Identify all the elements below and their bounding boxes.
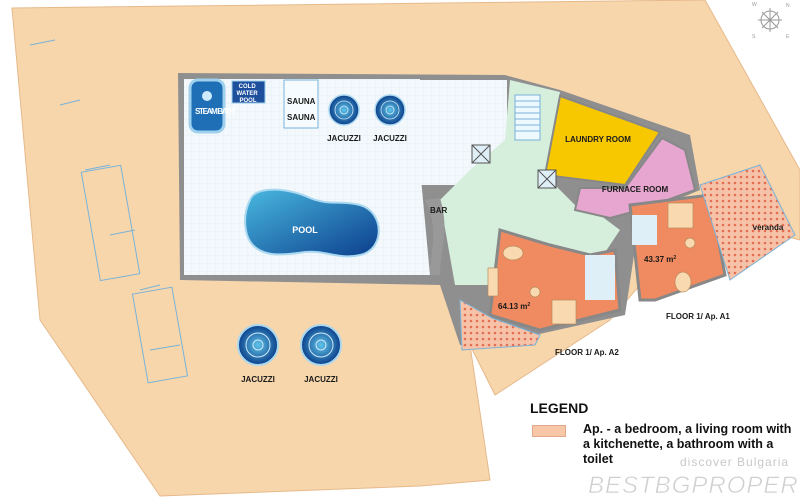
terrace-stairs: [29, 39, 189, 384]
steam-bath: [188, 78, 226, 134]
jacuzzi-2-label: JACUZZI: [373, 134, 407, 143]
a2-bathroom: [585, 255, 615, 300]
steam-bath-label: STEAM BATH: [195, 107, 235, 116]
a2-furniture: [487, 245, 577, 325]
compass-e: E: [786, 34, 790, 40]
a1-label: FLOOR 1/ Ap. A1: [666, 312, 730, 321]
jacuzzi-icon: [300, 324, 342, 366]
a2-label: FLOOR 1/ Ap. A2: [555, 348, 619, 357]
jacuzzi-1-label: JACUZZI: [327, 134, 361, 143]
bar-counter: [425, 198, 445, 275]
a1-furniture: [667, 202, 696, 293]
compass-s: S: [752, 34, 756, 40]
lift-icon: [471, 144, 557, 189]
sauna-1-label: SAUNA: [287, 97, 316, 106]
veranda-a2: [459, 299, 541, 351]
pool: [244, 188, 380, 258]
jacuzzi-icon: [328, 94, 360, 126]
bar-label: BAR: [430, 206, 448, 215]
cold-water-pool-label: COLD WATER POOL: [237, 84, 260, 104]
jacuzzi-icon: [374, 94, 406, 126]
compass-icon: [758, 8, 782, 32]
legend-swatch: [532, 425, 566, 437]
a1-bathroom: [632, 215, 657, 245]
legend-entry: Ap. - a bedroom, a living room with a ki…: [583, 422, 792, 466]
laundry-room: [543, 94, 662, 187]
watermark-tagline: discover Bulgaria: [680, 455, 790, 469]
a1-area: 43.37 m2: [644, 255, 676, 264]
staircase: [514, 94, 541, 141]
laundry-label: LAUNDRY ROOM: [565, 135, 631, 144]
pool-label: POOL: [292, 225, 318, 235]
sauna-2-label: SAUNA: [287, 113, 316, 122]
veranda-a1: [699, 164, 796, 281]
jacuzzi-4-label: JACUZZI: [304, 375, 338, 384]
corridor: [440, 80, 620, 285]
furnace-label: FURNACE ROOM: [602, 185, 669, 194]
compass-n: N: [786, 3, 790, 9]
watermark-logo: BESTBGPROPERTIES: [588, 472, 800, 500]
legend-title: LEGEND: [530, 400, 589, 416]
veranda-label: veranda: [753, 223, 784, 232]
sauna-block: [283, 79, 319, 129]
jacuzzi-icon: [237, 324, 279, 366]
jacuzzi-3-label: JACUZZI: [241, 375, 275, 384]
cold-water-pool: [231, 80, 266, 104]
compass-w: W: [752, 2, 757, 8]
a2-area: 64.13 m2: [498, 302, 530, 311]
